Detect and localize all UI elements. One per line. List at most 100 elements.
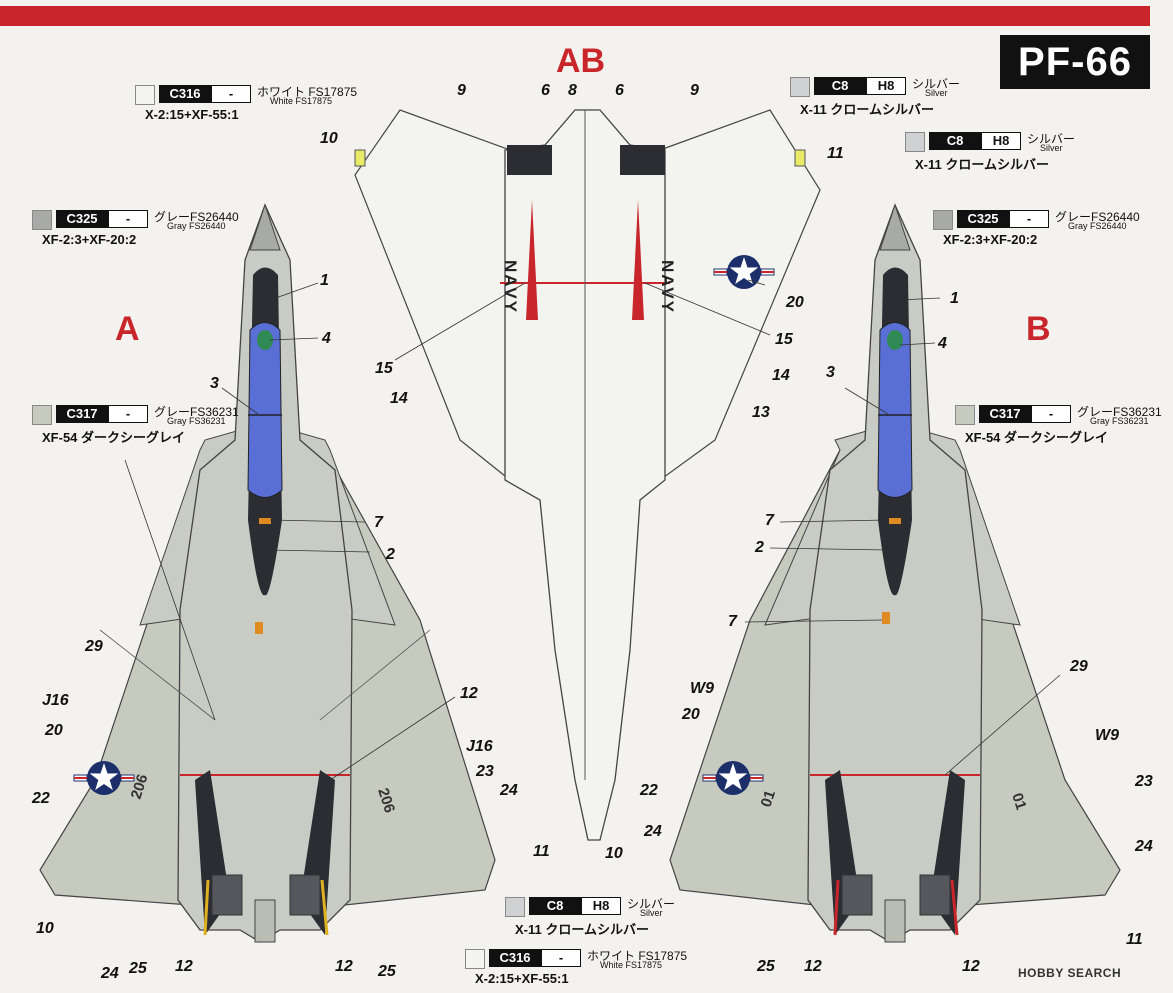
legend-name-jp: ホワイト FS17875 [587, 949, 688, 963]
callout-a: 1 [320, 272, 329, 289]
a-modex-right: 206 [374, 786, 398, 815]
legend-code: C316 [489, 949, 541, 967]
legend-hcode: H8 [981, 132, 1021, 150]
callout-b: 4 [938, 335, 947, 352]
callout-b: 23 [1135, 773, 1153, 790]
callout-b: 11 [1126, 931, 1143, 948]
legend-mix: XF-2:3+XF-20:2 [943, 232, 1038, 247]
legend-name-jp: シルバー [1027, 132, 1076, 146]
legend-hcode: H8 [581, 897, 621, 915]
product-code-badge: PF-66 [1000, 35, 1150, 89]
callout-b: 20 [682, 706, 700, 723]
legend-swatch [32, 405, 52, 425]
callout-ab: 15 [775, 331, 793, 348]
callout-ab: 14 [772, 367, 790, 384]
callout-a: 24 [101, 965, 119, 982]
callout-a: 4 [322, 330, 331, 347]
callout-a: 24 [500, 782, 518, 799]
legend-swatch [955, 405, 975, 425]
legend-code: C316 [159, 85, 211, 103]
callout-a: 12 [335, 958, 353, 975]
legend-swatch [32, 210, 52, 230]
legend-swatch [505, 897, 525, 917]
callout-ab: 11 [827, 145, 844, 162]
legend-mix: X-11 クロームシルバー [800, 102, 934, 117]
view-label-b: B [1026, 310, 1051, 348]
callout-a: 25 [129, 960, 147, 977]
legend-hcode: - [541, 949, 581, 967]
legend-hcode: - [108, 210, 148, 228]
callout-b: 12 [804, 958, 822, 975]
a-radome [249, 203, 281, 251]
view-label-ab: AB [556, 42, 606, 80]
callout-a: 11 [533, 843, 550, 860]
callout-b: W9 [1095, 727, 1119, 744]
b-modex-left: 01 [758, 788, 779, 809]
callout-b: W9 [690, 680, 714, 697]
callout-b: 2 [755, 539, 764, 556]
callout-a: J16 [466, 738, 493, 755]
legend-name-en: Silver [1040, 143, 1063, 153]
legend-code: C8 [814, 77, 866, 95]
view-b-top-plan [669, 203, 1121, 943]
callout-ab: 20 [786, 294, 804, 311]
callout-ab: 8 [568, 82, 577, 99]
callout-ab: 6 [541, 82, 550, 99]
legend-hcode: - [108, 405, 148, 423]
callout-b: 24 [1135, 838, 1153, 855]
legend-swatch [905, 132, 925, 152]
legend-swatch [135, 85, 155, 105]
view-ab-underside-plan: NAVY NAVY [354, 109, 821, 841]
legend-code: C325 [957, 210, 1009, 228]
callout-ab: 6 [615, 82, 624, 99]
callout-ab: 13 [752, 404, 770, 421]
legend-name-en: Gray FS36231 [1090, 416, 1149, 426]
callout-b: 3 [826, 364, 835, 381]
callout-b: 12 [962, 958, 980, 975]
legend-hcode: - [211, 85, 251, 103]
legend-mix: XF-54 ダークシーグレイ [965, 430, 1109, 445]
callout-b: 7 [728, 613, 737, 630]
callout-a: 12 [175, 958, 193, 975]
callout-a: 7 [374, 514, 383, 531]
legend-code: C317 [979, 405, 1031, 423]
view-a-top-plan [39, 203, 496, 943]
legend-name-en: Gray FS36231 [167, 416, 226, 426]
legend-name-jp: シルバー [912, 77, 961, 91]
legend-name-jp: ホワイト FS17875 [257, 85, 358, 99]
legend-name-en: Silver [925, 88, 948, 98]
ab-marking-navy-left: NAVY [501, 260, 520, 314]
callout-a: 3 [210, 375, 219, 392]
ab-wing-left [354, 109, 511, 482]
legend-code: C8 [929, 132, 981, 150]
callout-b: 7 [765, 512, 774, 529]
callout-b: 10 [605, 845, 623, 862]
legend-name-jp: グレーFS26440 [154, 210, 239, 224]
legend-mix: X-11 クロームシルバー [915, 157, 1049, 172]
callout-ab: 14 [390, 390, 408, 407]
legend-mix: X-2:15+XF-55:1 [475, 971, 569, 986]
callout-ab: 10 [320, 130, 338, 147]
legend-swatch [465, 949, 485, 969]
callout-a: 29 [85, 638, 103, 655]
legend-name-en: Gray FS26440 [1068, 221, 1127, 231]
legend-hcode: H8 [866, 77, 906, 95]
legend-swatch [933, 210, 953, 230]
top-red-bar [0, 6, 1150, 26]
watermark: HOBBY SEARCH [1018, 966, 1122, 980]
callout-b: 1 [950, 290, 959, 307]
callout-a: 23 [476, 763, 494, 780]
a-modex-left: 206 [128, 772, 152, 801]
legend-hcode: - [1009, 210, 1049, 228]
callout-b: 29 [1070, 658, 1088, 675]
callout-b: 22 [640, 782, 658, 799]
legend-mix: X-2:15+XF-55:1 [145, 107, 239, 122]
callout-ab: 15 [375, 360, 393, 377]
callout-b: 24 [644, 823, 662, 840]
legend-name-en: White FS17875 [270, 96, 333, 106]
callout-ab: 9 [690, 82, 699, 99]
legend-hcode: - [1031, 405, 1071, 423]
legend-mix: XF-54 ダークシーグレイ [42, 430, 186, 445]
legend-code: C317 [56, 405, 108, 423]
legend-name-jp: グレーFS36231 [1077, 405, 1162, 419]
